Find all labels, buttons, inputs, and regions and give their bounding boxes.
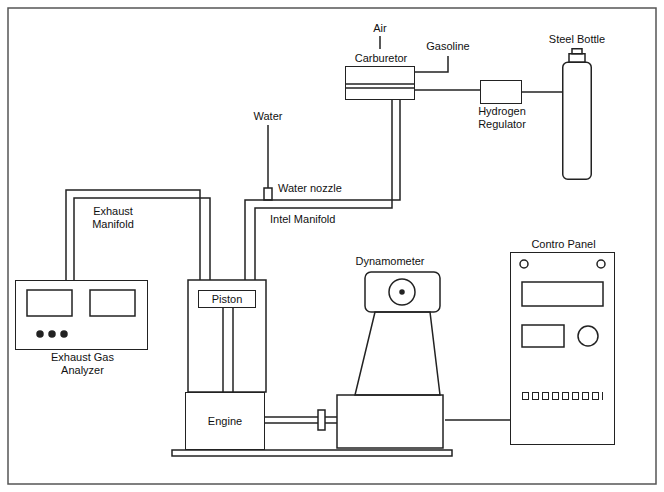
panel-dial <box>578 326 598 346</box>
text-group: Contro Panel <box>519 238 609 251</box>
part-label: Water nozzle <box>278 182 342 195</box>
text-group: Hydrogen Regulator <box>471 105 533 131</box>
analyzer-screen <box>90 290 135 316</box>
text-group: Engine <box>186 393 264 449</box>
part-label: Air <box>366 22 394 35</box>
dynamometer-outline <box>335 270 445 450</box>
engine-shaft <box>325 422 337 424</box>
piston-box: Piston <box>198 290 256 308</box>
base-plate <box>172 450 452 456</box>
exhaust-manifold-pipe <box>74 198 210 280</box>
panel-knob <box>597 260 605 268</box>
piston-rod <box>232 308 234 392</box>
bottle-neck <box>569 54 585 63</box>
panel-display <box>522 282 603 306</box>
connector-line <box>445 419 510 421</box>
node-label: Exhaust Gas Analyzer <box>41 351 125 377</box>
water-nozzle <box>264 188 272 200</box>
outer-frame <box>8 8 656 484</box>
engine-shaft <box>325 416 337 418</box>
panel-knob <box>520 260 528 268</box>
part-label: Water <box>250 110 286 123</box>
text-group: Dynamometer <box>340 255 440 268</box>
node-label: Dynamometer <box>355 255 424 268</box>
panel-switches <box>522 392 603 400</box>
dynamometer-stand <box>355 312 440 395</box>
analyzer-screen <box>27 290 72 316</box>
intake-manifold-pipe <box>245 100 400 280</box>
node-label: Piston <box>212 293 243 306</box>
dynamometer-axle <box>400 290 404 294</box>
part-label: Gasoline <box>424 40 472 53</box>
node-label: Engine <box>208 415 242 428</box>
node-label: Hydrogen Regulator <box>471 105 533 131</box>
text-group: Exhaust Gas Analyzer <box>41 351 125 377</box>
text-group: Carburetor <box>341 52 421 65</box>
control-panel-box: Contro Panel <box>510 252 615 445</box>
steel-bottle: Steel Bottle <box>562 48 592 180</box>
bottle-body <box>563 62 592 179</box>
dynamometer: Dynamometer <box>335 270 445 450</box>
gas-analyzer-box: Exhaust Gas Analyzer <box>15 280 148 350</box>
dynamometer-head <box>365 272 440 312</box>
engine-shaft <box>265 422 318 424</box>
node-label: Carburetor <box>355 52 408 65</box>
piston-rod <box>222 308 224 392</box>
hydrogen-regulator-box: Hydrogen Regulator <box>480 80 522 104</box>
part-label: Exhaust Manifold <box>84 205 142 231</box>
engine-box: Engine <box>185 392 265 450</box>
analyzer-button <box>37 331 43 337</box>
text-group: Steel Bottle <box>537 33 617 46</box>
shaft-coupling <box>318 410 325 430</box>
connector-line <box>415 89 480 91</box>
steel-bottle-outline <box>562 48 592 180</box>
carburetor-inner-line <box>345 87 415 89</box>
gasoline-line <box>415 56 448 72</box>
part-label: Intel Manifold <box>270 213 335 226</box>
analyzer-button <box>61 331 67 337</box>
water-line <box>267 125 269 188</box>
intake-manifold-pipe <box>255 100 392 280</box>
dynamometer-rotor <box>389 279 415 305</box>
node-label: Contro Panel <box>531 238 595 251</box>
air-line <box>379 36 381 49</box>
text-group: Piston <box>199 291 255 307</box>
panel-display <box>522 325 564 347</box>
engine-shaft <box>265 416 318 418</box>
node-label: Steel Bottle <box>549 33 605 46</box>
engine-cylinder <box>188 280 266 392</box>
exhaust-manifold-pipe <box>66 190 200 280</box>
analyzer-button <box>49 331 55 337</box>
carburetor-inner-line <box>345 83 415 85</box>
carburetor-box: Carburetor <box>345 66 415 100</box>
connector-line <box>522 91 562 93</box>
dynamometer-base <box>337 395 443 448</box>
